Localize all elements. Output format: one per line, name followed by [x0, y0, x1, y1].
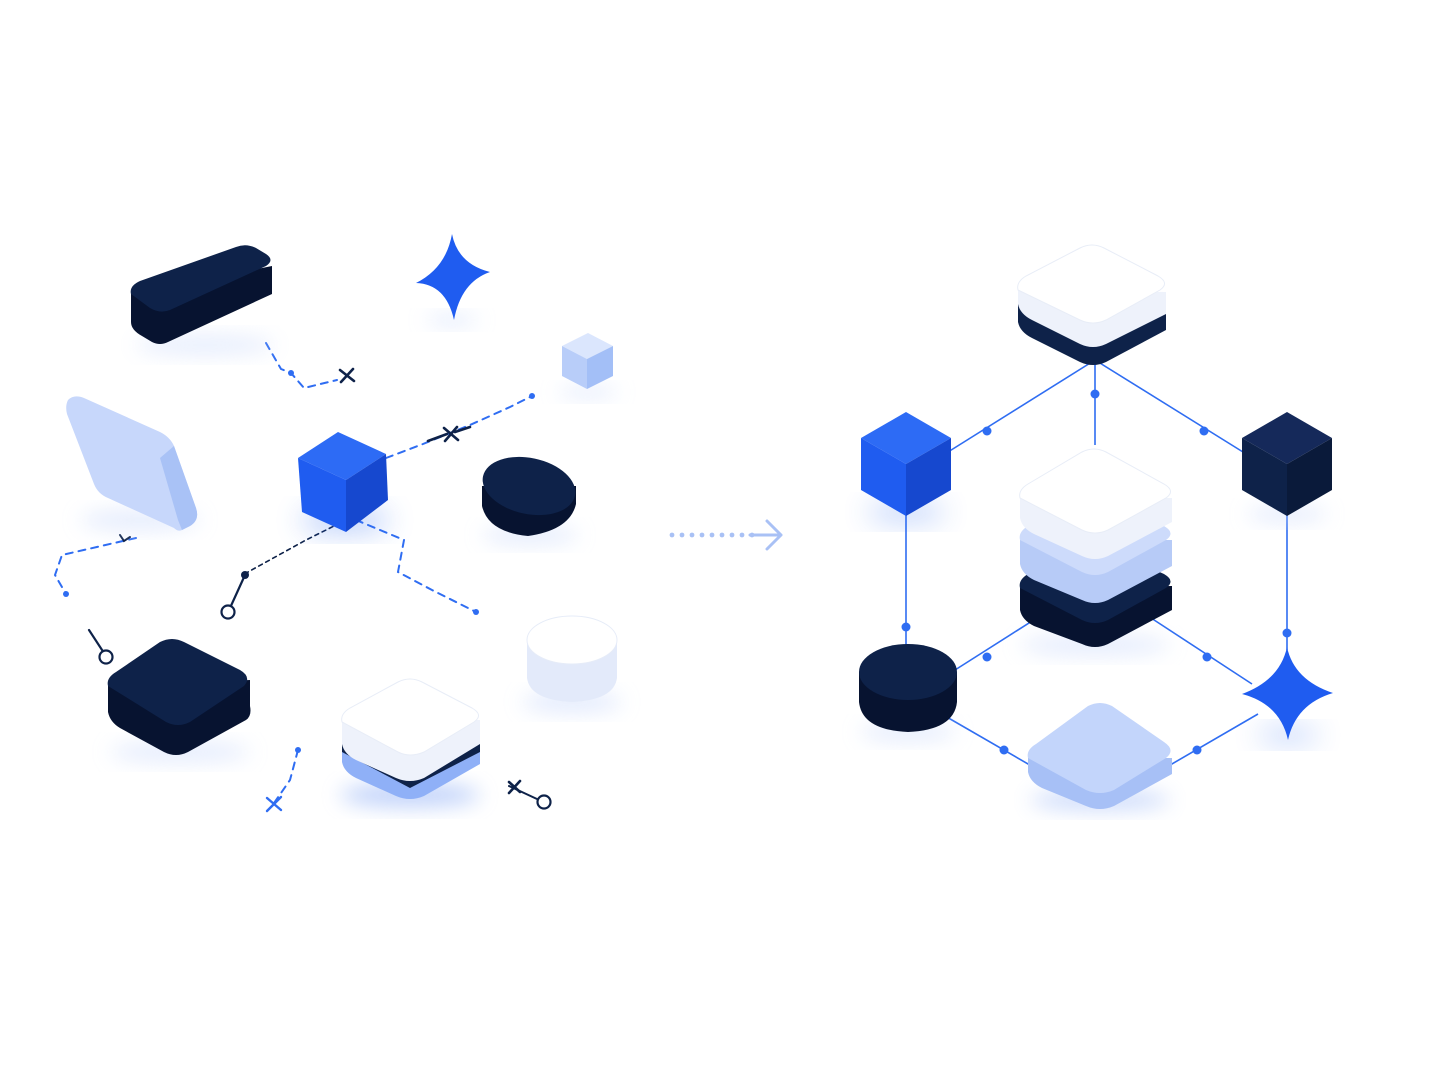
network-dot — [999, 745, 1009, 755]
network-dot — [1199, 426, 1209, 436]
cube-left — [298, 458, 346, 532]
bottom-right-blue-sparkle — [1242, 647, 1333, 743]
dashed-connector — [355, 519, 477, 613]
network-dot — [1282, 628, 1292, 638]
shadow — [426, 314, 478, 326]
network-edge — [954, 615, 1041, 671]
dashed-connector — [265, 342, 338, 390]
blue-sparkle — [416, 234, 490, 326]
cross-marker-icon — [338, 367, 356, 384]
navy-bar-block — [130, 245, 275, 355]
navy-puck — [482, 456, 578, 544]
cross-marker-icon — [507, 779, 522, 795]
network-dot — [982, 426, 992, 436]
tile-top — [1017, 244, 1165, 324]
network-edge — [947, 359, 1096, 453]
center-layer-stack — [1019, 448, 1172, 655]
top-stacked-tile — [1017, 244, 1166, 365]
left-blue-cube — [861, 412, 951, 522]
scattered-connectors — [53, 342, 538, 807]
puck-top — [482, 456, 576, 516]
dot-marker-icon — [241, 571, 249, 579]
slab-edge — [160, 446, 198, 530]
stack-layer-white-top — [1019, 448, 1171, 534]
shadow — [558, 386, 618, 398]
blue-cube — [298, 432, 390, 532]
cube-right — [346, 454, 388, 532]
cube-top — [298, 432, 386, 480]
network-dots — [901, 389, 1292, 755]
tile-top — [341, 678, 479, 756]
white-cylinder — [522, 615, 622, 712]
connector-markers — [63, 367, 552, 813]
sparkle-star-icon — [416, 234, 490, 320]
dotted-arrow-right-icon — [669, 519, 783, 551]
network-dot — [901, 622, 911, 632]
solid-connector — [119, 534, 131, 543]
dot-marker-icon — [295, 747, 301, 753]
network-edge — [944, 715, 1036, 769]
arrow-head — [748, 519, 783, 551]
ring-marker-icon — [220, 604, 236, 620]
slab-face — [66, 396, 198, 531]
network-dot — [1202, 652, 1212, 662]
dot-marker-icon — [473, 609, 479, 615]
cube-left — [562, 346, 587, 389]
network-edge — [1164, 713, 1259, 769]
bottom-left-navy-cylinder — [859, 644, 957, 741]
cube-right — [906, 438, 951, 516]
network-edge — [1094, 359, 1244, 453]
cube-top — [562, 333, 613, 359]
ring-marker-icon — [98, 649, 114, 665]
solid-connector — [228, 573, 247, 610]
network-edge — [1147, 615, 1253, 685]
right-navy-cube — [1242, 412, 1332, 522]
cross-marker-icon — [426, 425, 472, 443]
bar-top — [130, 245, 271, 312]
cylinder-top — [526, 615, 618, 665]
dashed-connector — [53, 537, 137, 595]
organized-network — [859, 244, 1333, 810]
bottom-light-tile — [1027, 703, 1172, 810]
navy-square-block — [107, 639, 251, 762]
network-dot — [1090, 389, 1100, 399]
scattered-shapes — [53, 234, 622, 813]
cube-left — [861, 438, 906, 516]
cross-marker-icon — [265, 795, 283, 813]
bar-bottom — [131, 266, 272, 344]
ring-marker-icon — [536, 794, 552, 810]
dashed-connector — [385, 395, 533, 459]
sparkle-star-icon — [1242, 647, 1333, 740]
cube-right — [587, 346, 613, 389]
white-layered-tile — [340, 678, 480, 807]
dot-marker-icon — [288, 370, 294, 376]
block-top — [107, 639, 248, 725]
network-dot — [982, 652, 992, 662]
dot-marker-icon — [63, 591, 69, 597]
dot-marker-icon — [529, 393, 535, 399]
light-tilted-slab — [66, 396, 200, 531]
tile-top — [1027, 703, 1171, 793]
dashed-connector — [271, 749, 299, 807]
cube-right — [1287, 438, 1332, 516]
solid-connector — [87, 628, 106, 655]
small-light-cube — [558, 333, 618, 398]
network-dot — [1192, 745, 1202, 755]
cube-left — [1242, 438, 1287, 516]
cylinder-top — [859, 644, 957, 700]
